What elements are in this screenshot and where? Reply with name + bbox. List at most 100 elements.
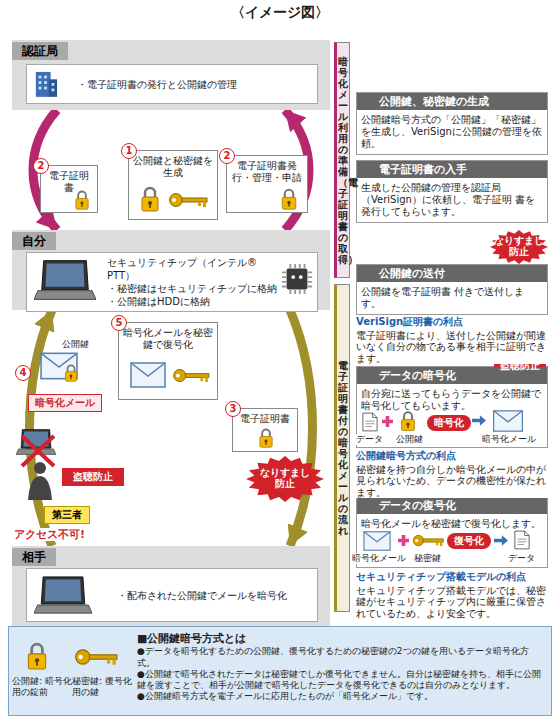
band: 相手・配布された公開鍵でメールを暗号化	[12, 546, 330, 626]
warning-label-wrap: アクセス不可!	[14, 528, 85, 541]
benefit-heading-wrap: VeriSign証明書の利点	[356, 316, 463, 328]
step-box: 2電子証明書の入手生成した公開鍵の管理を認証局（VeriSign）に依頼し、電子…	[356, 160, 548, 223]
node-text: セキュリティチップ（インテル® PTT）	[107, 256, 277, 282]
icon-label-wrap: データ	[356, 434, 383, 445]
lock-icon	[260, 430, 272, 448]
callout-box: 2電子証明書発行・管理・申請	[226, 155, 308, 213]
icon-label: 公開鍵	[396, 434, 423, 445]
node-text: 暗号化	[434, 417, 464, 428]
lock-icon	[402, 412, 415, 430]
benefit-text-wrap: 電子証明書により、送付した公開鍵が間違いなく自分の物である事を相手に証明できます…	[356, 330, 548, 364]
benefit-heading: 公開鍵暗号方式の利点	[356, 450, 456, 462]
band-title: 相手	[12, 548, 56, 566]
lock-icon	[76, 192, 88, 210]
legend-text: 公開鍵: 暗号化用の錠前	[12, 676, 74, 699]
pill: 暗号化	[427, 415, 471, 431]
warning-box: 盗聴防止	[62, 468, 124, 486]
lock-icon	[65, 365, 76, 381]
benefit-heading-wrap: 公開鍵暗号方式の利点	[356, 450, 456, 462]
burst-badge: なりすまし防止	[246, 456, 324, 502]
key-icon	[170, 194, 208, 208]
node-text: 電子証明書	[45, 170, 93, 194]
pc-box: セキュリティチップ（インテル® PTT）・秘密鍵はセキュリティチップに格納・公開…	[26, 252, 318, 312]
plus-sign	[398, 535, 409, 546]
node-text: ・電子証明書の発行と公開鍵の管理	[77, 78, 311, 91]
data-icon	[363, 413, 377, 431]
callout-box: 5暗号化メールを秘密鍵で復号化	[118, 322, 218, 400]
arrow-icon	[472, 415, 486, 426]
benefit-text-wrap: セキュリティチップ搭載モデルでは、秘密鍵がセキュリティチップ内に厳重に保管されて…	[356, 585, 548, 619]
mail-box: 4暗号化メール	[28, 394, 102, 412]
node-text: 電子証明書	[237, 413, 293, 425]
warning-label: アクセス不可!	[14, 528, 85, 541]
key-label: 公開鍵	[62, 339, 89, 350]
step-body: 公開鍵暗号方式の「公開鍵」「秘密鍵」を生成し、VeriSignに公開鍵の管理を依…	[357, 110, 547, 154]
step-box: 3公開鍵の送付公開鍵を電子証明書 付きで送付します。	[356, 264, 548, 315]
arrow-icon	[494, 535, 508, 546]
band-title: 認証局	[12, 42, 68, 60]
burst-outline	[490, 230, 548, 264]
chip-icon	[282, 264, 312, 294]
node-text: 暗号化メールを秘密鍵で復号化	[123, 327, 213, 351]
lock-icon	[142, 188, 158, 211]
node-text: 暗号化メール	[29, 397, 101, 409]
band-title: 自分	[12, 232, 56, 250]
legend-text-wrap: 公開鍵: 暗号化用の錠前	[12, 676, 74, 699]
icon-label: データ	[356, 434, 383, 445]
legend-heading: ■公開鍵暗号方式とは	[137, 632, 543, 646]
step-body: 自分宛に送ってもらうデータを公開鍵で暗号化してもらいます。	[357, 384, 547, 416]
callout-number: 4	[15, 365, 31, 381]
step-title: 公開鍵の送付	[357, 265, 547, 282]
callout-number: 2	[219, 148, 235, 164]
benefit-heading: セキュリティチップ搭載モデルの利点	[356, 571, 526, 583]
node-text: 公開鍵と秘密鍵を生成	[133, 155, 213, 179]
benefit-text: セキュリティチップ搭載モデルでは、秘密鍵がセキュリティチップ内に厳重に保管されて…	[356, 585, 548, 619]
legend-text: 秘密鍵: 復号化用の鍵	[72, 676, 134, 699]
legend-text-wrap: 秘密鍵: 復号化用の鍵	[72, 676, 134, 699]
lock-icon	[282, 190, 296, 209]
key-icon	[413, 535, 443, 546]
access-denied-cross	[22, 436, 54, 466]
node-text: なりすまし防止	[494, 236, 544, 258]
burst-badge: なりすまし防止	[490, 230, 548, 264]
legend-bullet: ●公開鍵で暗号化されたデータは秘密鍵でしか復号化できません。自分は秘密鍵を持ち、…	[137, 669, 543, 692]
step-title: 公開鍵、秘密鍵の生成	[357, 93, 547, 110]
key-label-wrap: 公開鍵	[62, 339, 89, 350]
plus-sign	[382, 416, 393, 427]
icon-label: 秘密鍵	[414, 553, 441, 564]
envelope-icon	[131, 363, 165, 387]
node-text: 復号化	[454, 535, 484, 546]
thief-computer	[16, 430, 56, 455]
vertical-label: 暗号化メール利用の準備（電子証明書の取得）	[338, 56, 348, 265]
step-box: 1公開鍵、秘密鍵の生成公開鍵暗号方式の「公開鍵」「秘密鍵」を生成し、VeriSi…	[356, 92, 548, 155]
legend-bullet: ●公開鍵暗号方式を電子メールに応用したものが「暗号化メール」です。	[137, 691, 543, 702]
icon-label-wrap: 秘密鍵	[414, 553, 441, 564]
vertical-band: 暗号化メール利用の準備（電子証明書の取得）	[334, 42, 350, 278]
key-icon	[174, 369, 209, 382]
vertical-label: 電子証明書付の暗号化メールの流れ	[338, 360, 348, 536]
legend-box: ■公開鍵暗号方式とは●データを暗号化するための公開鍵、復号化するための秘密鍵の2…	[8, 626, 552, 716]
callout-box: 2電子証明書	[40, 165, 98, 213]
node-text: ・配布された公開鍵でメールを暗号化	[117, 589, 311, 602]
data-icon	[515, 531, 529, 549]
icon-label-wrap: 公開鍵	[396, 434, 423, 445]
vertical-band: 電子証明書付の暗号化メールの流れ	[334, 284, 350, 612]
benefit-heading: VeriSign証明書の利点	[356, 316, 463, 328]
pc-box: ・配布された公開鍵でメールを暗号化	[26, 568, 318, 622]
title-wrap: 〈イメージ図〉	[0, 4, 560, 22]
step-title: 電子証明書の入手	[357, 161, 547, 178]
band: 自分セキュリティチップ（インテル® PTT）・秘密鍵はセキュリティチップに格納・…	[12, 230, 330, 310]
benefit-text: 電子証明書により、送付した公開鍵が間違いなく自分の物である事を相手に証明できます…	[356, 330, 548, 364]
node-text: ・秘密鍵はセキュリティチップに格納	[107, 282, 277, 295]
step-body: 暗号化メールを秘密鍵で復号化します。	[357, 514, 547, 534]
callout-number: 2	[33, 158, 49, 174]
envelope-icon	[364, 532, 390, 550]
node-text: 第三者	[52, 508, 82, 522]
benefit-text: 秘密鍵を持つ自分しか暗号化メールの中が見られないため、データの機密性が保たれます…	[356, 464, 548, 498]
step-body: 公開鍵を電子証明書 付きで送付します。	[357, 282, 547, 314]
step-title: データの復号化	[357, 497, 547, 514]
legend-lock-icon	[28, 644, 45, 669]
burst-outline	[246, 456, 324, 502]
laptop-icon	[34, 261, 96, 300]
envelope-icon	[41, 353, 77, 378]
